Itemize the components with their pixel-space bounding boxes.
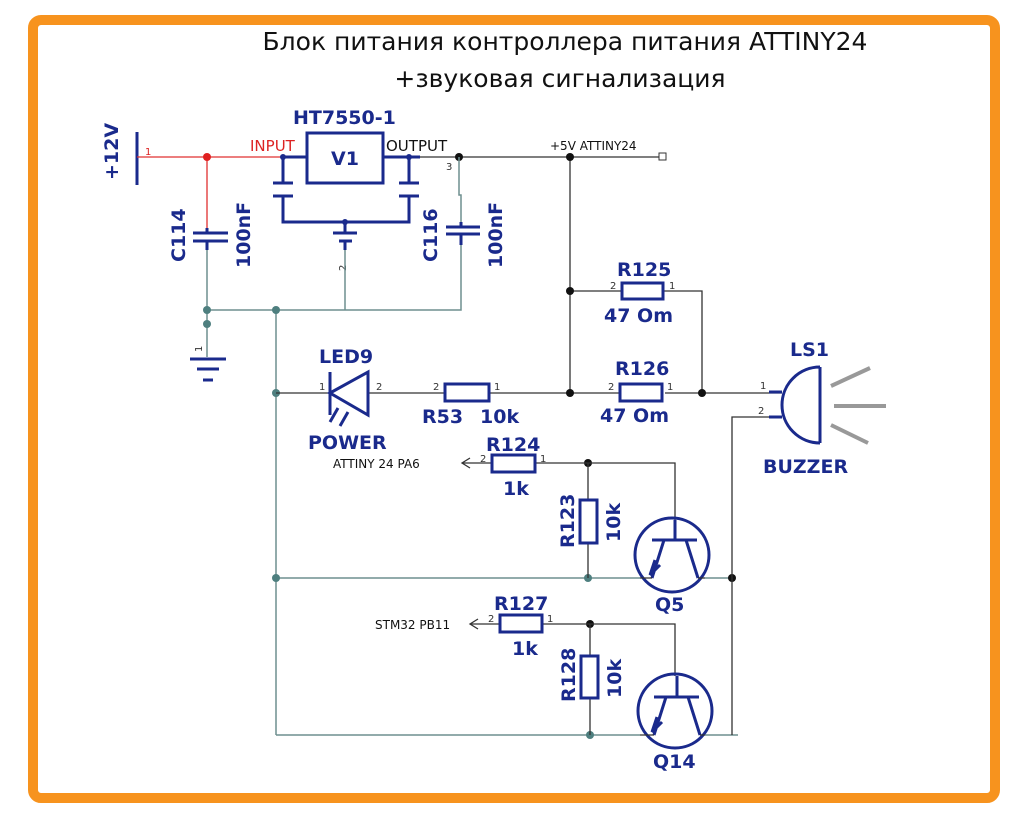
pin-number: 1 — [547, 614, 553, 625]
resistor-value: 47 Om — [600, 405, 669, 427]
regulator-part: HT7550-1 — [293, 107, 396, 129]
pin-number: 2 — [488, 614, 494, 625]
capacitor-c116: C116 100nF — [420, 202, 507, 268]
pin-number: 1 — [319, 382, 325, 393]
resistor-value: 47 Om — [604, 305, 673, 327]
resistor-ref: R124 — [486, 434, 540, 456]
transistor-ref: Q14 — [653, 751, 696, 773]
title-line-2: +звуковая сигнализация — [394, 64, 725, 93]
resistor-r124: R124 1k 2 1 — [480, 434, 546, 500]
pin-number: 1 — [494, 382, 500, 393]
pin-number: 2 — [433, 382, 439, 393]
pin-number: 2 — [610, 281, 616, 292]
output-label: OUTPUT — [386, 137, 448, 155]
buzzer-ref: LS1 — [790, 339, 829, 361]
wire — [460, 457, 676, 578]
junction-dot — [203, 153, 211, 161]
regulator-v1: HT7550-1 V1 INPUT OUTPUT 2 3 — [250, 107, 452, 271]
regulator-ref: V1 — [331, 148, 359, 170]
pin-number: 2 — [376, 382, 382, 393]
resistor-r53: 2 1 R53 10k — [422, 382, 519, 428]
input-label: INPUT — [250, 137, 296, 155]
pin-number: 2 — [480, 454, 486, 465]
pin-number: 1 — [540, 454, 546, 465]
wire — [458, 157, 462, 226]
resistor-ref: R127 — [494, 593, 548, 615]
pin-number: 1 — [145, 147, 151, 158]
resistor-ref: R53 — [422, 406, 463, 428]
wire — [468, 618, 676, 735]
resistor-value: 10k — [603, 503, 625, 542]
pin-number: 2 — [608, 382, 614, 393]
transistor-q5: Q5 — [633, 516, 711, 616]
ground-wires — [206, 245, 738, 736]
capacitor-value: 100nF — [233, 202, 255, 268]
resistor-ref: R123 — [557, 494, 579, 548]
capacitor-ref: C114 — [168, 208, 190, 262]
buzzer-label: BUZZER — [763, 456, 848, 478]
resistor-r125: R125 47 Om 2 1 — [604, 259, 675, 327]
orange-frame — [28, 15, 1000, 803]
pin-number: 2 — [338, 265, 349, 271]
net-terminal — [658, 152, 667, 161]
pin-number: 3 — [446, 162, 452, 173]
power-input-label: +12V — [101, 123, 123, 180]
led-ref: LED9 — [319, 346, 373, 368]
capacitor-value: 100nF — [485, 202, 507, 268]
resistor-value: 1k — [503, 478, 529, 500]
resistor-value: 1k — [512, 638, 538, 660]
pin-number: 1 — [669, 281, 675, 292]
power-input-12v: +12V 1 — [101, 123, 151, 185]
wire — [569, 157, 703, 393]
ground-symbol: 1 — [190, 346, 226, 382]
resistor-r126: R126 47 Om 2 1 — [600, 358, 673, 427]
resistor-ref: R126 — [615, 358, 669, 380]
capacitor-ref: C116 — [420, 208, 442, 262]
led-label: POWER — [308, 432, 387, 454]
wire-12v — [137, 156, 307, 228]
title-line-1: Блок питания контроллера питания ATTINY2… — [263, 27, 868, 56]
transistor-ref: Q5 — [655, 594, 684, 616]
signal-stm32-pb11: STM32 PB11 — [375, 618, 450, 632]
resistor-r128: R128 10k — [558, 648, 626, 702]
pin-number: 2 — [758, 406, 764, 417]
signal-attiny-pa6: ATTINY 24 PA6 — [333, 457, 420, 471]
resistor-ref: R128 — [558, 648, 580, 702]
resistor-r127: R127 1k 2 1 — [488, 593, 553, 660]
resistor-ref: R125 — [617, 259, 671, 281]
resistor-r123: R123 10k — [557, 494, 625, 548]
resistor-value: 10k — [480, 406, 519, 428]
pin-number: 1 — [760, 381, 766, 392]
capacitor-c114: C114 100nF — [168, 202, 255, 268]
supply-net-label: +5V ATTINY24 — [550, 139, 637, 153]
transistor-q14: Q14 — [636, 672, 714, 773]
pin-number: 1 — [194, 346, 205, 352]
buzzer-ls1: LS1 1 2 BUZZER — [758, 339, 886, 478]
resistor-value: 10k — [604, 659, 626, 698]
pin-number: 1 — [667, 382, 673, 393]
wire — [731, 416, 769, 735]
led-led9: LED9 POWER 1 2 — [308, 346, 387, 454]
